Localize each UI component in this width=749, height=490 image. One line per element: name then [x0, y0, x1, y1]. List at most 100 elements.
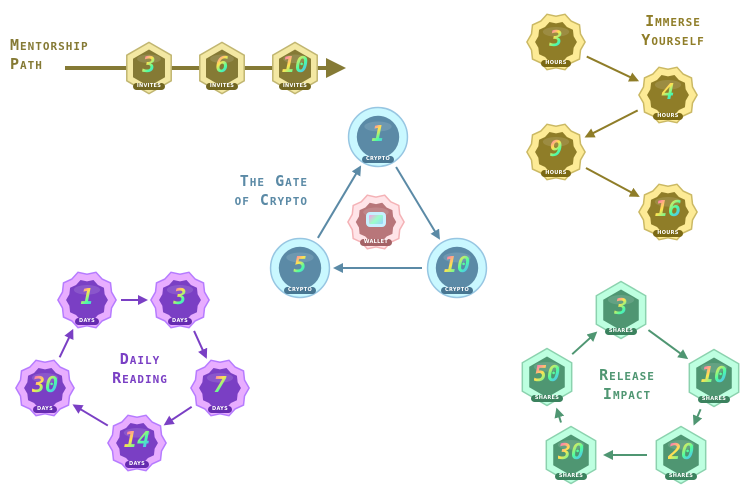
badge-frame	[190, 359, 250, 417]
title-line: Yourself	[641, 31, 705, 49]
badge-unit-label: DAYS	[208, 406, 232, 413]
badge-value: 6	[215, 53, 229, 78]
badge-value: 3	[173, 285, 187, 310]
wallet-icon	[366, 211, 386, 227]
badge-frame	[526, 13, 586, 71]
title-line: Mentorship	[10, 36, 89, 54]
badge-value: 10	[700, 363, 728, 388]
badge-unit-label: SHARES	[554, 473, 588, 480]
badge-value: 9	[549, 137, 563, 162]
badge-value: 30	[31, 373, 59, 398]
badge-unit-label: DAYS	[75, 318, 99, 325]
arrow-connector	[586, 55, 640, 82]
title-line: Impact	[602, 385, 652, 403]
badge-unit-label: CRYPTO	[362, 156, 394, 163]
badge-frame	[655, 425, 707, 485]
badge-unit-label: CRYPTO	[284, 287, 316, 294]
badge-frame	[15, 359, 75, 417]
badge-value: 7	[213, 373, 227, 398]
badge-unit-label: HOURS	[653, 113, 683, 120]
badge-unit-label: SHARES	[530, 395, 564, 402]
title-line: Daily	[119, 350, 161, 368]
arrow-connector	[692, 408, 703, 426]
badge-frame	[545, 425, 597, 485]
badge-unit-label: WALLET	[359, 239, 393, 246]
badge-value: 4	[661, 80, 675, 105]
arrow-connector	[317, 165, 362, 239]
arrow-connector	[395, 166, 440, 240]
badge-unit-label: SHARES	[697, 396, 731, 403]
badge-value: 1	[80, 285, 94, 310]
badge-value: 1	[371, 122, 385, 147]
wallet-badge: WALLET	[347, 193, 405, 251]
badge-frame	[426, 237, 488, 299]
title-line: of Crypto	[234, 191, 308, 209]
badge-unit-label: CRYPTO	[441, 287, 473, 294]
badge-unit-label: HOURS	[541, 170, 571, 177]
badge-frame	[269, 237, 331, 299]
title-line: The Gate	[239, 172, 308, 190]
arrow-connector	[584, 109, 639, 138]
badge-frame	[638, 183, 698, 241]
badge-unit-label: HOURS	[541, 60, 571, 67]
arrow-connector	[571, 331, 598, 355]
badge-value: 14	[123, 428, 151, 453]
badge-unit-label: INVITES	[278, 83, 312, 90]
arrow-connector	[193, 330, 208, 359]
title-line: Path	[10, 55, 43, 73]
badge-frame	[199, 41, 245, 95]
badge-value: 3	[142, 53, 156, 78]
badge-unit-label: DAYS	[168, 318, 192, 325]
badge-frame	[521, 347, 573, 407]
badge-value: 50	[533, 362, 561, 387]
badge-unit-label: HOURS	[653, 230, 683, 237]
badge-frame	[688, 348, 740, 408]
title-line: Reading	[112, 369, 168, 387]
arrow-connector	[72, 404, 109, 427]
badge-unit-label: SHARES	[664, 473, 698, 480]
badge-value: 5	[293, 253, 307, 278]
badge-frame	[107, 414, 167, 472]
badge-frame	[347, 106, 409, 168]
badge-frame	[57, 271, 117, 329]
badge-unit-label: INVITES	[205, 83, 239, 90]
title-line: Release	[599, 366, 655, 384]
badge-frame	[526, 123, 586, 181]
badge-frame	[126, 41, 172, 95]
badge-value: 3	[549, 27, 563, 52]
arrow-connector	[554, 407, 565, 423]
arrow-connector	[58, 328, 74, 358]
badge-unit-label: DAYS	[125, 461, 149, 468]
badge-frame	[638, 66, 698, 124]
arrow-connector	[163, 405, 193, 426]
badge-unit-label: INVITES	[132, 83, 166, 90]
badge-frame	[150, 271, 210, 329]
badge-value: 20	[667, 440, 695, 465]
arrow-connector	[647, 329, 689, 360]
badge-value: 30	[557, 440, 585, 465]
